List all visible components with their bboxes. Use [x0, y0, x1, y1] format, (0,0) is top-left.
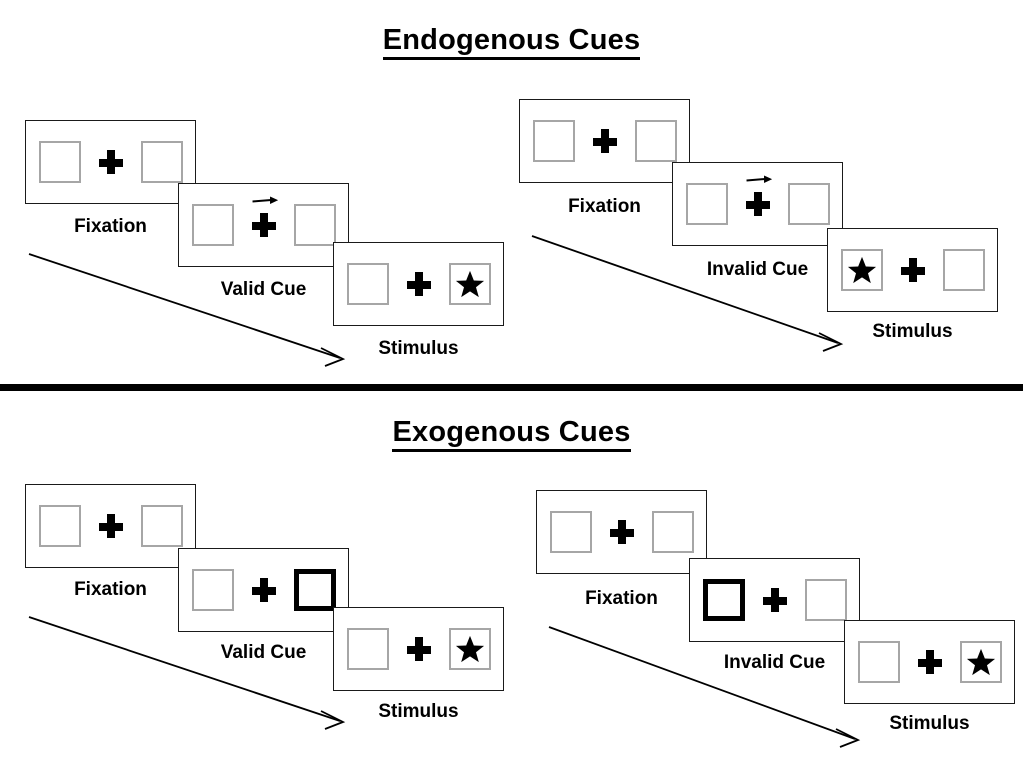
frame-endogenous-invalid-stimulus: [827, 228, 998, 312]
frame-endogenous-invalid-fixation: [519, 99, 690, 183]
stage-label-endogenous-invalid-cue: Invalid Cue: [706, 259, 809, 280]
frame-endogenous-valid-stimulus: [333, 242, 504, 326]
right-arrow-icon: [251, 196, 278, 204]
left-placeholder-box: [38, 141, 81, 183]
frame-exogenous-valid-fixation: [25, 484, 196, 568]
stage-label-endogenous-valid-cue: Valid Cue: [220, 279, 307, 300]
right-placeholder-box: [804, 579, 847, 621]
star-icon: [455, 635, 484, 663]
left-placeholder-box: [346, 628, 389, 670]
fixation-cross-icon: [745, 192, 770, 216]
right-target-box: [959, 641, 1002, 683]
left-placeholder-box: [191, 204, 234, 246]
star-icon: [847, 256, 876, 284]
flow-arrow-exogenous-valid: [28, 616, 346, 730]
fixation-cross-icon: [406, 637, 431, 661]
stage-label-endogenous-valid-fixation: Fixation: [74, 216, 147, 237]
fixation-cross-icon: [900, 258, 925, 282]
stage-label-exogenous-valid-cue: Valid Cue: [220, 642, 307, 663]
right-placeholder-box: [293, 204, 336, 246]
left-placeholder-box: [857, 641, 900, 683]
section-title-endogenous-text: Endogenous Cues: [382, 24, 641, 60]
section-divider: [0, 384, 1023, 391]
central-arrow-cue-group: [745, 175, 772, 216]
stage-label-exogenous-valid-stimulus: Stimulus: [378, 701, 459, 722]
left-target-box: [840, 249, 883, 291]
fixation-cross-icon: [98, 150, 123, 174]
star-icon: [966, 648, 995, 676]
right-placeholder-box: [787, 183, 830, 225]
fixation-cross-icon: [917, 650, 942, 674]
frame-exogenous-valid-stimulus: [333, 607, 504, 691]
flow-arrow-endogenous-valid: [28, 253, 346, 367]
stage-label-exogenous-valid-fixation: Fixation: [74, 579, 147, 600]
fixation-cross-icon: [592, 129, 617, 153]
stage-label-exogenous-invalid-cue: Invalid Cue: [723, 652, 826, 673]
right-placeholder-box: [942, 249, 985, 291]
flow-arrow-endogenous-invalid: [531, 235, 844, 352]
left-placeholder-box: [346, 263, 389, 305]
frame-exogenous-invalid-stimulus: [844, 620, 1015, 704]
stage-label-exogenous-invalid-fixation: Fixation: [585, 588, 658, 609]
right-placeholder-box: [634, 120, 677, 162]
section-title-endogenous: Endogenous Cues: [0, 24, 1023, 60]
frame-exogenous-invalid-fixation: [536, 490, 707, 574]
stage-label-endogenous-invalid-fixation: Fixation: [568, 196, 641, 217]
frame-endogenous-invalid-cue: [672, 162, 843, 246]
left-placeholder-box: [532, 120, 575, 162]
right-flashed-cue-box: [293, 569, 336, 611]
central-arrow-cue-group: [251, 196, 278, 237]
frame-exogenous-invalid-cue: [689, 558, 860, 642]
frame-exogenous-valid-cue: [178, 548, 349, 632]
fixation-cross-icon: [251, 578, 276, 602]
fixation-cross-icon: [98, 514, 123, 538]
section-title-exogenous: Exogenous Cues: [0, 416, 1023, 452]
fixation-cross-icon: [609, 520, 634, 544]
right-placeholder-box: [651, 511, 694, 553]
fixation-cross-icon: [251, 213, 276, 237]
right-placeholder-box: [140, 505, 183, 547]
left-placeholder-box: [191, 569, 234, 611]
fixation-cross-icon: [406, 272, 431, 296]
frame-endogenous-valid-fixation: [25, 120, 196, 204]
right-placeholder-box: [140, 141, 183, 183]
stage-label-endogenous-invalid-stimulus: Stimulus: [872, 321, 953, 342]
flow-arrow-exogenous-invalid: [548, 626, 861, 748]
left-placeholder-box: [549, 511, 592, 553]
stage-label-exogenous-invalid-stimulus: Stimulus: [889, 713, 970, 734]
star-icon: [455, 270, 484, 298]
stage-label-endogenous-valid-stimulus: Stimulus: [378, 338, 459, 359]
section-title-exogenous-text: Exogenous Cues: [392, 416, 631, 452]
right-target-box: [448, 628, 491, 670]
right-target-box: [448, 263, 491, 305]
left-placeholder-box: [38, 505, 81, 547]
left-placeholder-box: [685, 183, 728, 225]
left-flashed-cue-box: [702, 579, 745, 621]
right-arrow-icon: [745, 175, 772, 183]
frame-endogenous-valid-cue: [178, 183, 349, 267]
fixation-cross-icon: [762, 588, 787, 612]
